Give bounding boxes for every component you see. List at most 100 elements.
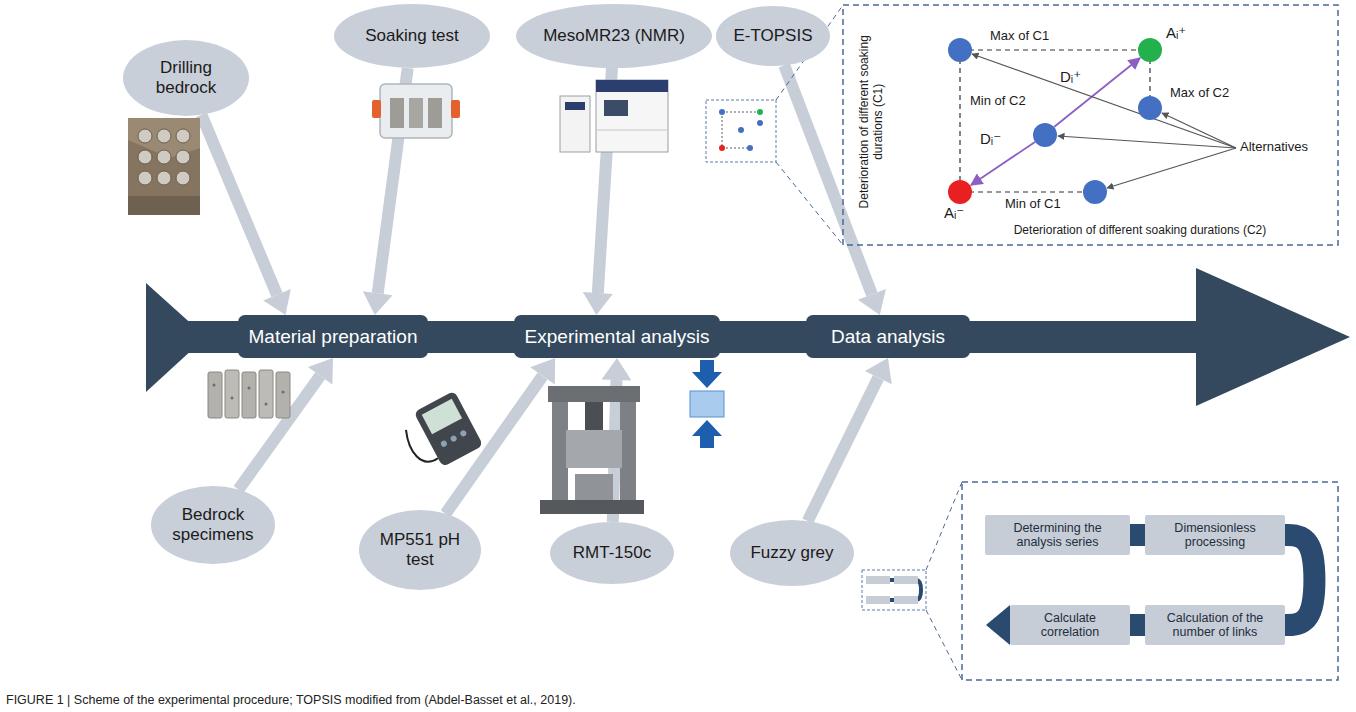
bedrock-specimens-photo-part	[242, 372, 256, 418]
alternatives-pointer	[972, 54, 1236, 188]
node-text: Determining the analysis series	[994, 521, 1121, 550]
topsis-thumbnail-part	[706, 100, 776, 162]
bedrock-specimens-photo-part	[259, 370, 273, 418]
drilling-photo-part	[176, 129, 190, 143]
chart-label: Dᵢ⁻	[980, 130, 1001, 147]
arrowhead	[308, 358, 333, 385]
topsis-inset-part	[843, 5, 1338, 245]
distance-arrow	[971, 58, 1140, 185]
chart-label: Aᵢ⁻	[944, 204, 964, 221]
load-direction-icon-part	[692, 420, 722, 448]
oval-node: MP551 pH test	[359, 510, 481, 590]
chart-label: Max of C1	[990, 29, 1049, 44]
ideal-guide-line-part	[960, 49, 1150, 50]
ideal-guide-line	[960, 50, 1150, 192]
alternative-dot-part	[1138, 38, 1162, 62]
connector-arrow	[446, 358, 556, 514]
drilling-photo-part	[157, 171, 171, 185]
soaking-box-photo	[372, 84, 460, 138]
connector-shaft	[1130, 524, 1145, 546]
chart-label: Min of C1	[1005, 197, 1061, 212]
oval-node: E-TOPSIS	[716, 6, 830, 66]
arrowhead	[865, 358, 892, 384]
oval-node: Bedrock specimens	[151, 486, 275, 564]
stage-box: Data analysis	[806, 315, 970, 358]
fishbone-arrow	[146, 268, 1350, 406]
nmr-analyzer-photo-part	[604, 100, 628, 116]
arrowhead	[363, 291, 393, 315]
alternative-dot	[948, 38, 1162, 204]
soaking-box-photo-part	[409, 98, 423, 128]
load-direction-icon-part	[692, 360, 722, 388]
ph-meter-photo	[397, 391, 484, 476]
rmt-150c-machine-part	[566, 430, 622, 468]
rmt-150c-machine-part	[585, 402, 603, 430]
flow-thumbnail-part	[894, 576, 918, 584]
soaking-box-photo-part	[390, 98, 404, 128]
rmt-150c-machine	[540, 386, 644, 514]
ph-meter-photo-part	[414, 391, 484, 467]
oval-node: MesoMR23 (NMR)	[516, 4, 712, 68]
chart-label: Deterioration of different soaking durat…	[990, 224, 1290, 238]
nmr-analyzer-photo-part	[596, 130, 668, 131]
node-text: RMT-150c	[573, 543, 651, 563]
zoom-guide-line	[926, 482, 962, 680]
flow-thumbnail	[862, 570, 926, 610]
ph-meter-photo-part	[459, 429, 467, 437]
arrowhead	[986, 605, 1010, 645]
ideal-guide-line-part	[959, 50, 960, 192]
oval-node: Drilling bedrock	[123, 40, 249, 116]
connector-arrow	[239, 358, 333, 489]
chart-label: Min of C2	[970, 94, 1026, 109]
rmt-150c-machine-part	[540, 500, 644, 514]
distance-arrow-part	[971, 142, 1035, 185]
fishbone-arrow-part	[1196, 268, 1350, 406]
topsis-thumbnail-part	[719, 145, 725, 151]
arrowhead	[530, 358, 555, 385]
flow-thumbnail-part	[894, 596, 918, 604]
distance-arrow-part	[1054, 58, 1140, 127]
node-text: Data analysis	[831, 326, 945, 348]
bedrock-specimens-photo-part	[248, 387, 251, 390]
drilling-photo-part	[157, 129, 171, 143]
load-direction-icon-part	[690, 391, 724, 417]
oval-node: Fuzzy grey	[730, 520, 854, 586]
nmr-analyzer-photo-part	[560, 96, 590, 152]
topsis-thumbnail-part	[738, 127, 744, 133]
soaking-box-photo-part	[451, 100, 460, 118]
oval-node: RMT-150c	[550, 522, 674, 584]
flow-box: Dimensionless processing	[1145, 515, 1285, 555]
connector-shaft	[1285, 535, 1314, 625]
node-text: Soaking test	[365, 26, 459, 46]
node-text: Drilling bedrock	[140, 58, 232, 97]
chart-label: Dᵢ⁺	[1060, 68, 1081, 85]
bedrock-specimens-photo-part	[231, 397, 234, 400]
arrowhead	[263, 289, 291, 315]
bedrock-specimens-photo	[208, 370, 290, 418]
flow-band	[1285, 535, 1314, 625]
drilling-photo-part	[138, 129, 152, 143]
topsis-inset	[843, 5, 1338, 245]
alternatives-pointer-part	[1162, 113, 1236, 148]
nmr-analyzer-photo	[560, 80, 668, 152]
drilling-photo	[128, 118, 200, 215]
alternative-dot-part	[1083, 180, 1107, 204]
drilling-photo-part	[138, 171, 152, 185]
node-text: Bedrock specimens	[168, 505, 258, 544]
rmt-150c-machine-part	[575, 474, 613, 500]
node-text: Fuzzy grey	[750, 543, 833, 563]
drilling-photo-part	[138, 150, 152, 164]
flow-thumbnail-part	[862, 570, 926, 610]
drilling-photo-part	[128, 196, 200, 215]
soaking-box-photo-part	[428, 98, 442, 128]
node-text: MesoMR23 (NMR)	[543, 26, 685, 46]
topsis-thumbnail-part	[757, 109, 763, 115]
flow-thumbnail-part	[866, 576, 890, 584]
connector-arrow	[201, 115, 290, 315]
stage-box: Experimental analysis	[514, 315, 720, 358]
zoom-guide-line-part	[776, 162, 843, 245]
node-text: Calculate correlation	[1019, 611, 1121, 640]
ph-meter-photo-part	[422, 399, 462, 434]
rmt-150c-machine-part	[620, 396, 636, 500]
load-direction-icon	[690, 360, 724, 448]
